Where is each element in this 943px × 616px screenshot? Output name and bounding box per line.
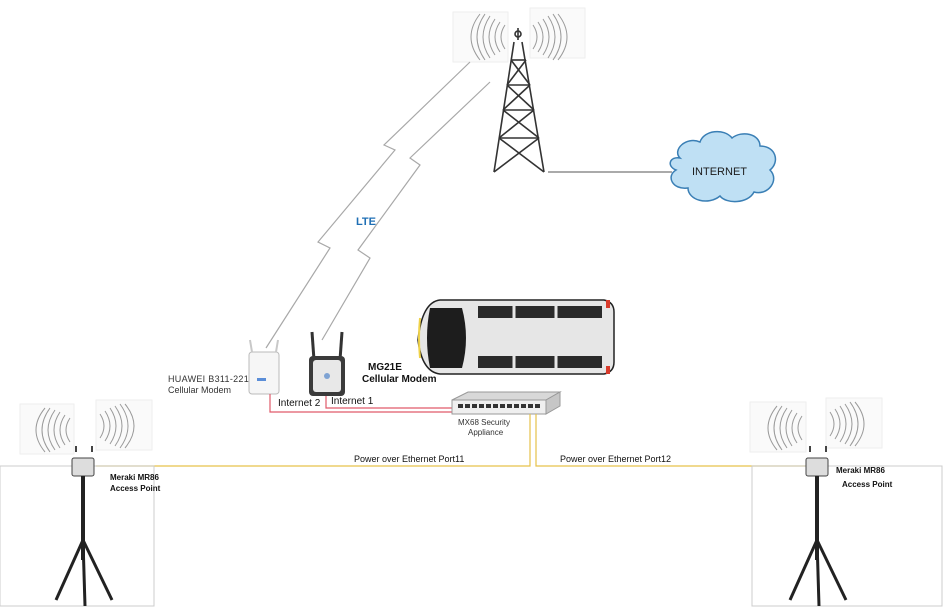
right-ap-signal-icon [749, 397, 883, 453]
poe-port12-label: Power over Ethernet Port12 [560, 454, 672, 464]
poe-port11-label: Power over Ethernet Port11 [354, 454, 465, 464]
right-ap-label: Meraki MR86 [836, 466, 885, 475]
cell-tower-icon [493, 28, 545, 173]
lte-wireless-links [265, 61, 491, 349]
mx68-sublabel: Appliance [468, 428, 504, 437]
mx68-label: MX68 Security [458, 418, 511, 427]
internet-cloud-icon [669, 130, 777, 203]
van-icon [417, 299, 615, 375]
left-ap-signal-icon [19, 399, 153, 455]
mg21e-modem-label: MG21E [368, 362, 402, 373]
mx68-appliance-icon [451, 391, 562, 415]
lte-label: LTE [356, 216, 376, 228]
huawei-modem-icon [248, 339, 280, 395]
poe-links [96, 414, 806, 467]
huawei-modem-label: HUAWEI B311-221 [168, 374, 250, 384]
internet-1-label: Internet 1 [331, 396, 374, 407]
left-ap-label: Meraki MR86 [110, 473, 159, 482]
mg21e-modem-sublabel: Cellular Modem [362, 374, 437, 385]
left-ap-tripod-icon [54, 446, 114, 607]
mg21e-modem-icon [309, 331, 345, 396]
tower-signal-icon [452, 7, 586, 63]
right-ap-sublabel: Access Point [842, 480, 893, 489]
internet-cloud-label: INTERNET [692, 166, 747, 178]
internet-2-label: Internet 2 [278, 398, 321, 409]
left-ap-sublabel: Access Point [110, 484, 161, 493]
internet-links [269, 394, 462, 413]
right-ap-tripod-icon [788, 446, 848, 607]
huawei-modem-sublabel: Cellular Modem [168, 385, 232, 395]
right-ap-area [751, 465, 943, 607]
